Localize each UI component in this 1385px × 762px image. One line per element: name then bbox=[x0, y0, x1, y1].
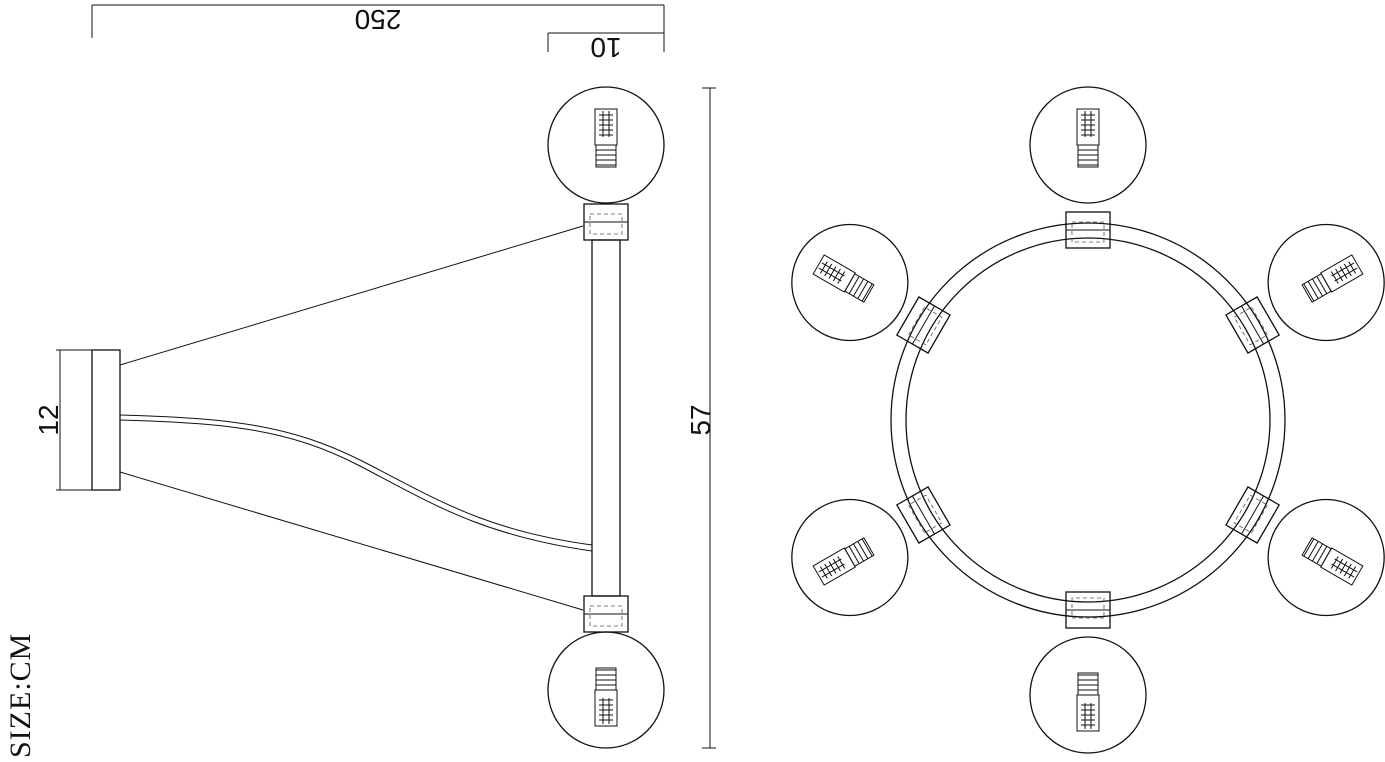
ring-inner bbox=[905, 237, 1271, 603]
suspension-cable-bottom bbox=[119, 471, 584, 611]
unit-label: SIZE:CM bbox=[4, 633, 37, 758]
top-view bbox=[771, 87, 1385, 753]
ring-outer bbox=[890, 222, 1286, 618]
ring-tube-side bbox=[591, 239, 621, 597]
dimension-length-label: 250 bbox=[355, 4, 402, 35]
arm-bottom-right bbox=[1225, 456, 1385, 637]
arm-top-right bbox=[1225, 203, 1385, 384]
dimension-offset: 10 bbox=[547, 32, 664, 63]
dimension-canopy-label: 12 bbox=[33, 404, 64, 435]
wall-canopy bbox=[91, 349, 121, 491]
dimension-offset-label: 10 bbox=[590, 32, 621, 63]
globe-bottom bbox=[548, 632, 664, 748]
connector-bottom bbox=[583, 595, 629, 633]
dimension-height: 57 bbox=[685, 87, 716, 749]
side-view: 250 10 57 12 bbox=[33, 4, 716, 748]
suspension-cable-top bbox=[119, 225, 584, 366]
arm-bottom-left bbox=[771, 456, 951, 637]
dimension-canopy: 12 bbox=[33, 349, 92, 491]
connector-top bbox=[583, 203, 629, 241]
arm-top-left bbox=[771, 203, 951, 384]
dimension-length: 250 bbox=[91, 4, 665, 52]
globe-top bbox=[548, 87, 664, 203]
arm-bottom bbox=[1030, 591, 1146, 753]
arm-top bbox=[1030, 87, 1146, 249]
dimension-height-label: 57 bbox=[685, 404, 716, 435]
power-cord bbox=[119, 414, 593, 546]
